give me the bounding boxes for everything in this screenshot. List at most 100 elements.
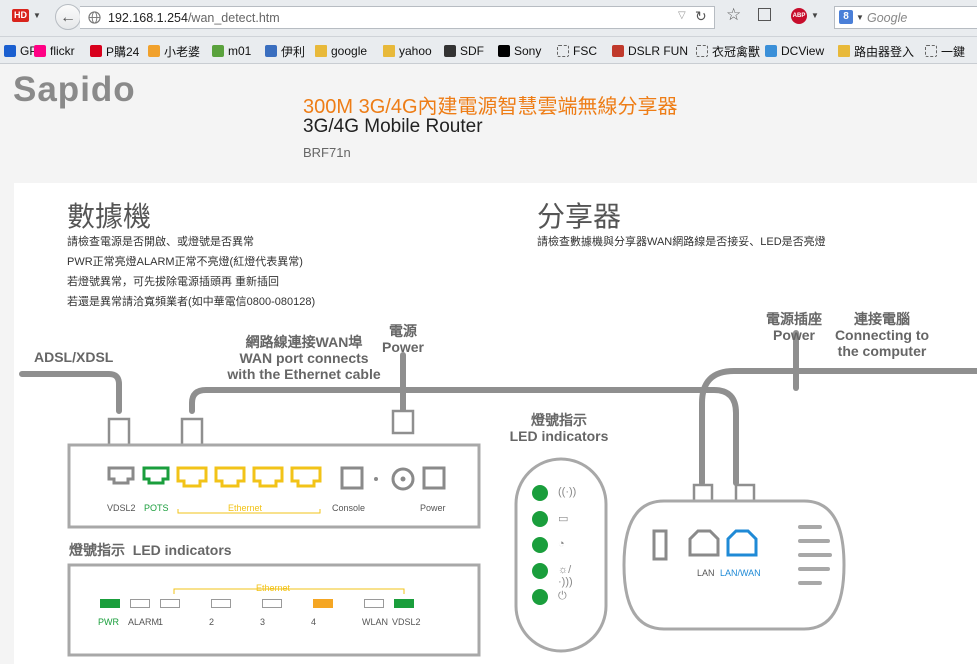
bookmark-item[interactable]: 衣冠禽獸 (696, 43, 760, 59)
router-led-symbol-icon: ⏻ (558, 590, 567, 602)
bookmark-label: DSLR FUN (628, 44, 689, 58)
ethernet-port-2 (214, 466, 246, 488)
bookmark-item[interactable]: 路由器登入 (838, 43, 914, 59)
bookmark-item[interactable]: Sony (498, 43, 541, 59)
blank-page-icon (557, 45, 569, 57)
bookmarks-menu-icon[interactable] (758, 8, 771, 21)
flickr-icon (34, 45, 46, 57)
kuso-icon (148, 45, 160, 57)
globe-icon (88, 11, 101, 24)
url-text: 192.168.1.254/wan_detect.htm (108, 11, 280, 25)
pots-port (142, 466, 170, 485)
led-label-en: LED indicators (509, 428, 609, 444)
router-led (532, 537, 548, 553)
folder-icon (315, 45, 327, 57)
bookmark-item[interactable]: P購24 (90, 43, 139, 59)
url-bar[interactable]: 192.168.1.254/wan_detect.htm ▽ ↻ (80, 6, 715, 29)
bookmark-label: yahoo (399, 44, 432, 58)
router-power-zh: 電源插座 (766, 311, 822, 327)
abp-dropdown-icon[interactable]: ▼ (811, 11, 819, 20)
modem-led-3 (262, 599, 282, 608)
vdsl2-port-label: VDSL2 (107, 503, 136, 513)
search-placeholder: Google (867, 11, 908, 25)
modem-led-4 (313, 599, 333, 608)
adblock-plus-icon[interactable]: ABP (791, 8, 807, 24)
ethernet-port-label: Ethernet (228, 503, 263, 513)
router-led (532, 563, 548, 579)
router-led-symbol-icon: ▭ (558, 513, 569, 525)
pots-port-label: POTS (144, 503, 169, 513)
modem-led-title-zh: 燈號指示 (69, 542, 125, 558)
modem-led-alarm (130, 599, 150, 608)
bookmark-label: 小老婆 (164, 44, 201, 59)
bookmark-item[interactable]: flickr (34, 43, 75, 59)
modem-led-label: 2 (209, 617, 215, 627)
router-led-symbol-icon: ◔ (558, 538, 565, 550)
bookmark-item[interactable]: m01 (212, 43, 251, 59)
search-engine-icon[interactable]: 8 (839, 10, 853, 24)
router-led (532, 589, 548, 605)
connection-diagram (19, 330, 977, 657)
hd-addon-icon[interactable]: HD (12, 9, 29, 22)
modem-power-zh: 電源 (389, 323, 417, 339)
modem-note: 請檢查電源是否開啟、或燈號是否異常 (67, 236, 254, 248)
router-lanwan-port (726, 529, 758, 557)
browser-toolbar: HD ▼ ← 192.168.1.254/wan_detect.htm ▽ ↻ … (0, 0, 977, 37)
bookmark-label: DCView (781, 44, 825, 58)
bookmark-item[interactable]: google (315, 43, 367, 59)
router-lan-label: LAN (697, 568, 715, 578)
router-led-symbol-icon: ((·)) (558, 486, 577, 498)
router-note: 請檢查數據機與分享器WAN網路線是否接妥、LED是否亮燈 (537, 236, 826, 248)
computer-en1: Connecting to (834, 327, 930, 343)
addon-dropdown-icon[interactable]: ▼ (33, 11, 41, 20)
reload-icon[interactable]: ↻ (695, 8, 707, 24)
bookmark-label: SDF (460, 44, 484, 58)
bookmark-star-icon[interactable]: ☆ (726, 5, 742, 24)
modem-title: 數據機 (67, 200, 152, 233)
folder-icon (383, 45, 395, 57)
dots-icon (4, 45, 16, 57)
bookmark-item[interactable]: 一鍵 (925, 43, 965, 59)
console-port (340, 466, 364, 490)
bookmark-label: 路由器登入 (854, 44, 915, 59)
modem-led-title: 燈號指示 LED indicators (69, 542, 232, 558)
url-history-dropdown-icon[interactable]: ▽ (678, 10, 686, 21)
bookmark-item[interactable]: 伊利 (265, 43, 305, 59)
product-subtitle: 3G/4G Mobile Router (303, 116, 483, 137)
router-led-symbol-icon: ☼/·))) (558, 564, 573, 588)
modem-led-label: 4 (311, 617, 317, 627)
bookmark-item[interactable]: SDF (444, 43, 484, 59)
back-button[interactable]: ← (55, 4, 81, 30)
adsl-label: ADSL/XDSL (34, 349, 114, 365)
bookmark-label: FSC (573, 44, 597, 58)
dslr-icon (612, 45, 624, 57)
search-bar[interactable]: 8 ▼ Google (834, 6, 977, 29)
m01-icon (212, 45, 224, 57)
adsl-plug (107, 417, 131, 447)
modem-led-label: 3 (260, 617, 266, 627)
router-lanwan-label: LAN/WAN (720, 568, 761, 578)
bookmark-item[interactable]: FSC (557, 43, 597, 59)
bookmark-item[interactable]: yahoo (383, 43, 432, 59)
wan-label-en2: with the Ethernet cable (227, 366, 381, 382)
bookmark-item[interactable]: 小老婆 (148, 43, 200, 59)
search-engine-dropdown-icon[interactable]: ▼ (856, 13, 864, 22)
ethernet-led-group-label: Ethernet (256, 583, 291, 593)
power-port-label: Power (420, 503, 446, 513)
bookmark-label: P購24 (106, 44, 140, 59)
console-port-label: Console (332, 503, 366, 513)
modem-led-panel (67, 563, 481, 657)
blank-page-icon (696, 45, 708, 57)
bookmark-item[interactable]: DCView (765, 43, 824, 59)
bookmark-label: Sony (514, 44, 542, 58)
bookmark-label: 一鍵 (941, 44, 966, 59)
dcview-icon (765, 45, 777, 57)
router-led (532, 485, 548, 501)
bookmark-item[interactable]: DSLR FUN (612, 43, 688, 59)
modem-led-label: WLAN (362, 617, 389, 627)
modem-led-wlan (364, 599, 384, 608)
modem-note: PWR正常亮燈ALARM正常不亮燈(紅燈代表異常) (67, 256, 303, 268)
blank-page-icon (925, 45, 937, 57)
modem-led-label: PWR (98, 617, 119, 627)
